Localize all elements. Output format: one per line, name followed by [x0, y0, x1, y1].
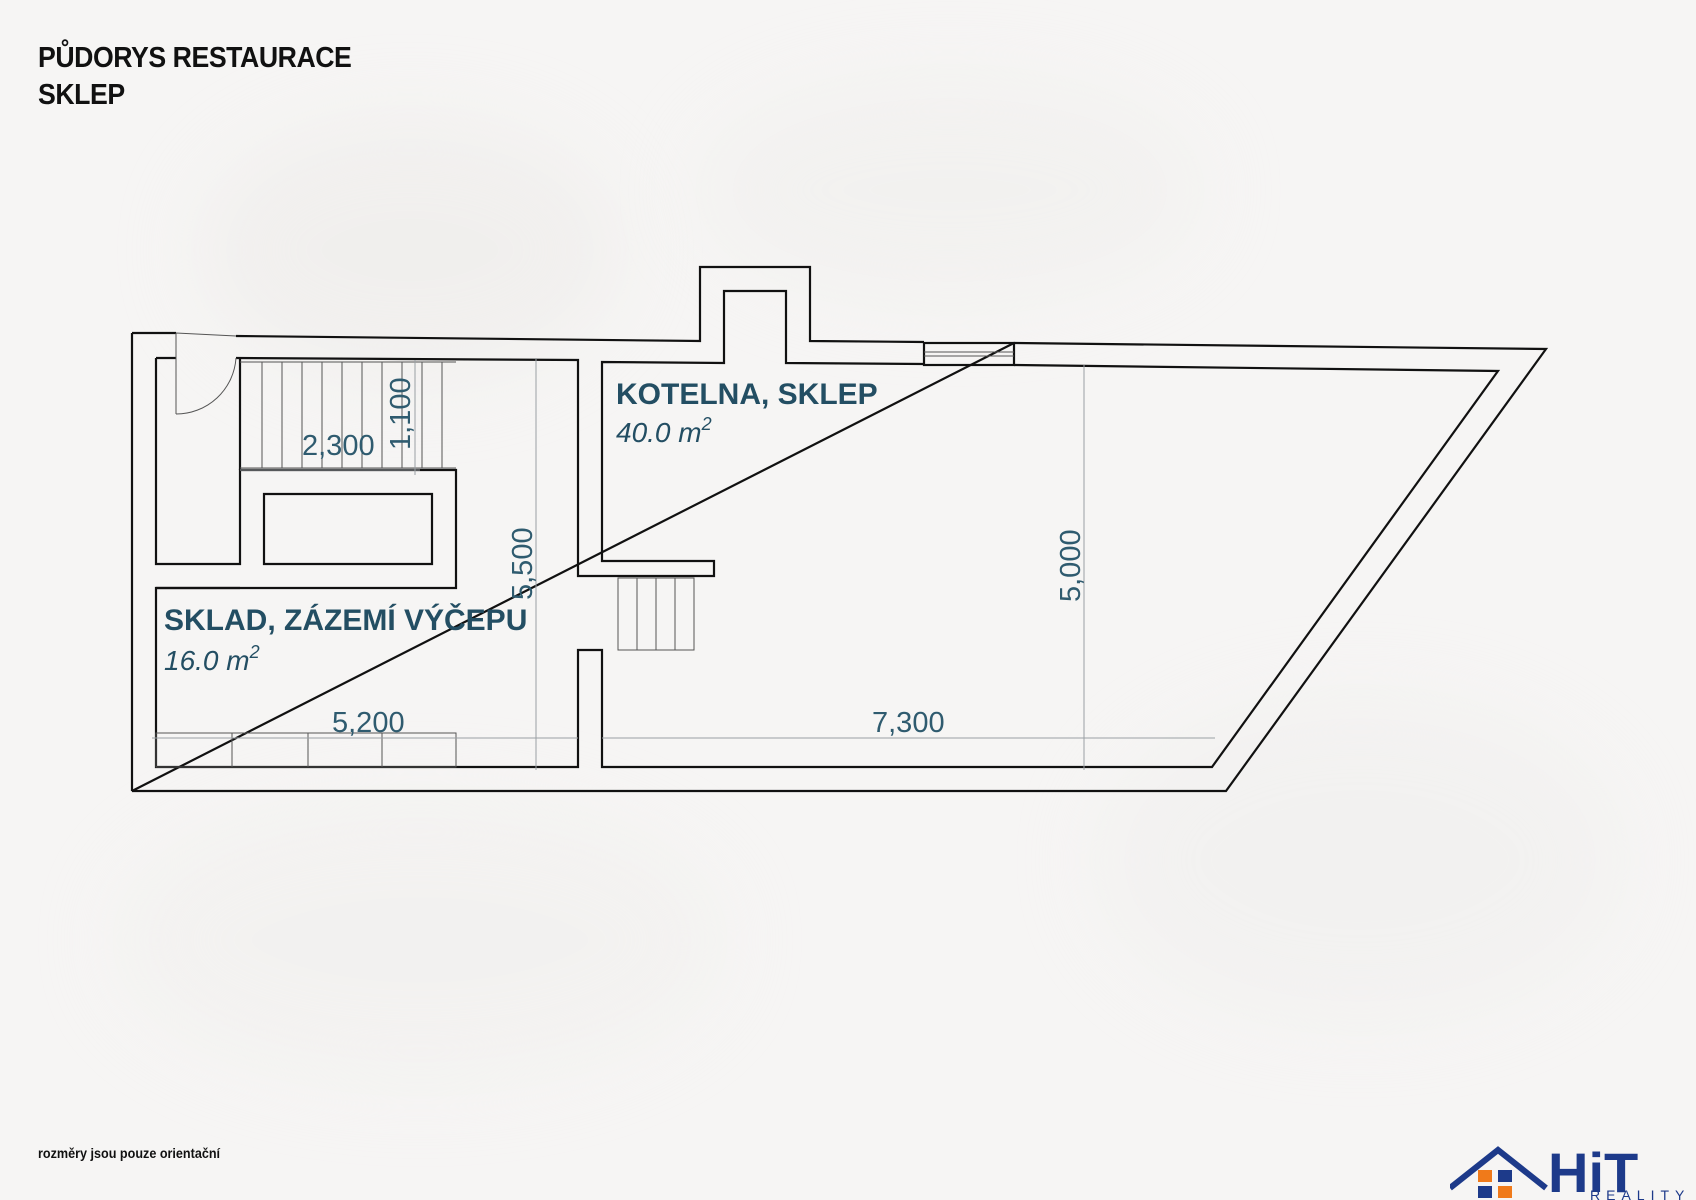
room-name-storage: SKLAD, ZÁZEMÍ VÝČEPU — [164, 603, 527, 637]
logo-sub: REALITY — [1590, 1187, 1690, 1200]
window — [922, 341, 1016, 367]
room-area-storage: 16.0 m2 — [164, 642, 260, 676]
title-line-1: PŮDORYS RESTAURACE — [38, 42, 352, 74]
house-roof-icon — [1450, 1146, 1548, 1191]
title-line-2: SKLEP — [38, 79, 125, 111]
main-stairs — [240, 361, 456, 469]
logo-brand: HiT — [1548, 1141, 1638, 1200]
plan-title: PŮDORYS RESTAURACE SKLEP — [38, 40, 352, 114]
hit-reality-logo: HiT REALITY — [1450, 1141, 1690, 1200]
dim-right-length: 7,300 — [872, 707, 945, 739]
outer-wall — [131, 265, 1549, 793]
disclaimer-note: rozměry jsou pouze orientační — [38, 1145, 221, 1161]
room-name-boiler: KOTELNA, SKLEP — [616, 378, 878, 411]
dimension-lines — [152, 358, 1215, 770]
door[interactable] — [175, 332, 237, 415]
dim-right-height: 5,000 — [1055, 529, 1087, 602]
dim-stair-width: 2,300 — [302, 430, 375, 462]
dim-left-length: 5,200 — [332, 707, 405, 739]
stair-wall — [262, 492, 434, 566]
counter — [155, 732, 457, 768]
room-area-boiler: 40.0 m2 — [616, 414, 712, 448]
dim-stair-depth: 1,100 — [385, 377, 417, 450]
inner-wall — [154, 289, 1501, 769]
dim-left-height: 5,500 — [507, 527, 539, 600]
small-stairs — [617, 577, 695, 651]
